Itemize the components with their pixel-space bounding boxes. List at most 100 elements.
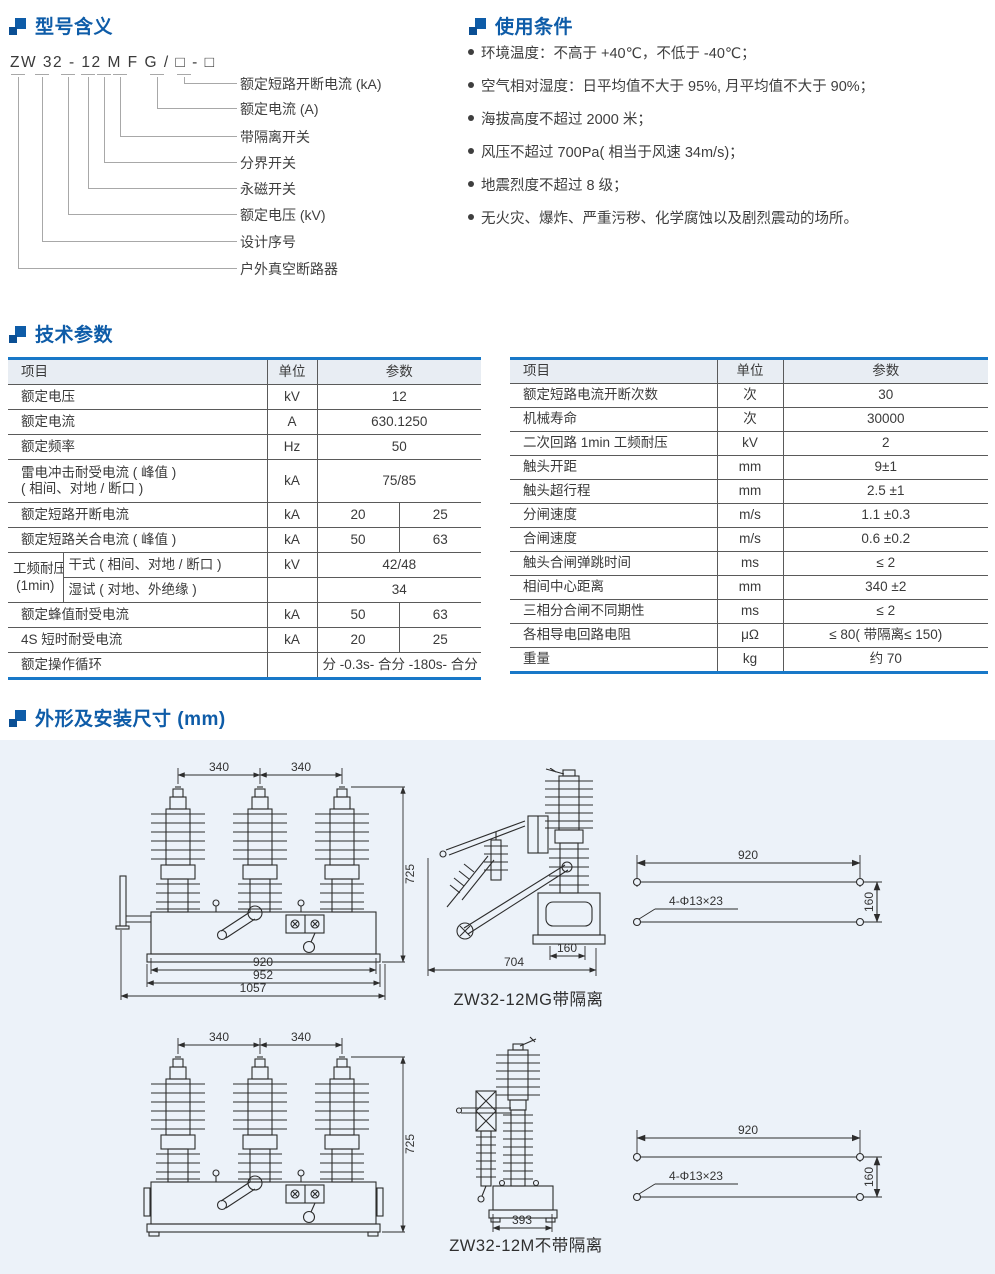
param-value: ≤ 2 [782,599,988,624]
param-unit: kA [266,459,317,503]
param-value: 30000 [782,407,988,432]
table-row: 额定短路关合电流 ( 峰值 ) kA 50 63 [8,527,481,553]
leader-line [18,77,237,269]
hole-spec-label: 4-Φ13×23 [669,894,723,908]
param-value: 63 [398,602,481,628]
code-tick [11,74,25,75]
param-unit: kA [266,602,317,628]
param-value: 50 [316,527,399,553]
model-label: 户外真空断路器 [240,261,338,277]
caption-mg: ZW32-12MG带隔离 [453,991,604,1009]
bullet-icon [468,82,474,88]
dim-340-left: 340 [209,1032,229,1044]
model-label: 永磁开关 [240,181,296,197]
param-value: 2 [782,431,988,456]
param-value: 75/85 [316,459,481,503]
param-value: 25 [398,627,481,653]
param-value: 1.1 ±0.3 [782,503,988,528]
condition-item: 地震烈度不超过 8 级； [468,174,988,207]
param-value: 分 -0.3s- 合分 -180s- 合分 [316,652,481,679]
leader-line [42,77,237,242]
dim-725: 725 [403,1134,417,1154]
condition-item: 风压不超过 700Pa( 相当于风速 34m/s)； [468,141,988,174]
dim-920-holes: 920 [738,848,758,862]
dim-725: 725 [403,864,417,884]
dim-160-holes: 160 [862,1167,876,1187]
model-label: 分界开关 [240,155,296,171]
param-value: 630.1250 [316,409,481,435]
drawing-hole-pattern-top: 920 160 4-Φ13×23 [630,848,920,960]
param-name: 触头合闸弹跳时间 [510,551,717,576]
params-table-left: 项目 单位 参数 额定电压 kV 12 额定电流 A 630.1250 额定频率… [8,357,481,680]
param-value: 2.5 ±1 [782,479,988,504]
param-unit: Hz [266,434,317,460]
drawing-front-view-top: 340 340 725 920 952 1057 [115,762,417,1000]
code-tick [177,74,191,75]
condition-text: 无火灾、爆炸、严重污秽、化学腐蚀以及剧烈震动的场所。 [481,211,858,227]
param-subname: 干式 ( 相间、对地 / 断口 ) [62,552,267,578]
param-unit: mm [716,455,783,480]
param-unit [266,577,317,603]
bullet-icon [468,115,474,121]
param-unit: m/s [716,503,783,528]
header-unit: 单位 [716,358,783,384]
dim-160-holes: 160 [862,892,876,912]
dim-340-right: 340 [291,1032,311,1044]
param-name: 机械寿命 [510,407,717,432]
param-unit: kA [266,627,317,653]
table-row: 额定电流 A 630.1250 [8,409,481,435]
table-row: 额定频率 Hz 50 [8,434,481,460]
model-label: 额定电压 (kV) [240,207,326,223]
table-row: 工频耐压 (1min) 干式 ( 相间、对地 / 断口 ) kV 42/48 [8,552,481,603]
section-marker-icon [9,709,26,727]
param-name: 三相分合闸不同期性 [510,599,717,624]
param-value: 20 [316,627,399,653]
dim-704: 704 [504,955,524,969]
param-value: 34 [316,577,481,603]
param-name: 额定蜂值耐受电流 [8,602,267,628]
leader-line [120,77,237,137]
param-unit: ms [716,551,783,576]
table-row: 额定操作循环 分 -0.3s- 合分 -180s- 合分 [8,652,481,679]
param-value: 20 [316,502,399,528]
param-value: 9±1 [782,455,988,480]
param-name: 重量 [510,647,717,673]
param-value: 12 [316,384,481,410]
model-code: ZW 32 - 12 M F G / □ - □ [10,54,216,71]
model-section-header: 型号含义 [8,12,113,39]
caption-m: ZW32-12M不带隔离 [449,1237,603,1255]
dim-340-right: 340 [291,762,311,774]
dim-393: 393 [512,1213,532,1227]
param-value: 0.6 ±0.2 [782,527,988,552]
param-unit: kV [266,552,317,578]
model-label: 额定电流 (A) [240,101,319,117]
param-name: 额定电流 [8,409,267,435]
condition-item: 空气相对湿度：日平均值不大于 95%, 月平均值不大于 90%； [468,75,988,108]
param-name: 额定频率 [8,434,267,460]
param-unit: kg [716,647,783,673]
param-unit: 次 [716,383,783,408]
param-value: ≤ 80( 带隔离≤ 150) [782,623,988,648]
condition-text: 海拔高度不超过 2000 米； [481,112,652,128]
drawing-front-view-bottom: 340 340 725 [143,1032,417,1237]
table-row: 4S 短时耐受电流 kA 20 25 [8,627,481,653]
dim-160-base: 160 [557,941,577,955]
section-marker-icon [9,325,26,343]
param-group: 工频耐压 (1min) [8,552,63,603]
param-unit: m/s [716,527,783,552]
code-tick [150,74,164,75]
dims-section-title: 外形及安装尺寸 (mm) [35,709,226,730]
condition-text: 地震烈度不超过 8 级； [481,178,628,194]
param-unit: kA [266,502,317,528]
param-name: 合闸速度 [510,527,717,552]
table-header-row: 项目 单位 参数 [8,358,481,385]
param-value: 30 [782,383,988,408]
leader-line [88,77,237,189]
bullet-icon [468,49,474,55]
